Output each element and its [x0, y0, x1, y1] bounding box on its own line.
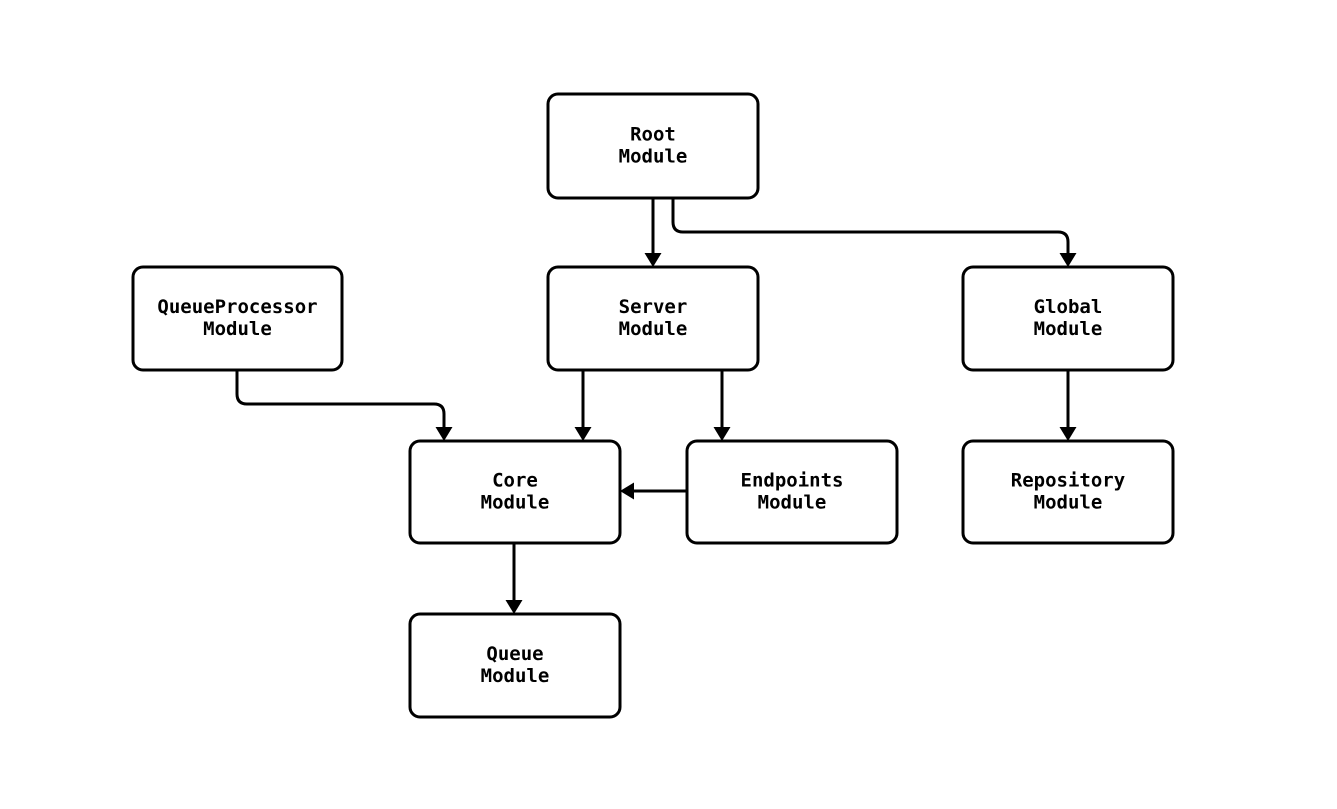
repository-module-node-label-line2: Module: [1034, 492, 1103, 514]
edge-queueprocessor-to-core-arrowhead-icon: [435, 427, 453, 441]
edge-queueprocessor-to-core: [235, 370, 453, 441]
queueprocessor-module-node-label-line2: Module: [203, 318, 272, 340]
edge-root-to-global: [671, 198, 1077, 267]
queueprocessor-module-node-box[interactable]: [131, 265, 344, 372]
repository-module-node-box[interactable]: [961, 439, 1175, 545]
edge-global-to-repository: [1059, 370, 1077, 441]
edge-queueprocessor-to-core-line: [235, 370, 446, 431]
edge-endpoints-to-core-arrowhead-icon: [620, 482, 634, 500]
edge-root-to-server-arrowhead-icon: [644, 253, 662, 267]
edge-global-to-repository-arrowhead-icon: [1059, 427, 1077, 441]
root-module-node-label-line1: Root: [630, 124, 676, 146]
edge-server-to-endpoints: [713, 370, 731, 441]
edge-core-to-queue-arrowhead-icon: [505, 600, 523, 614]
repository-module-node-label-line1: Repository: [1011, 470, 1125, 492]
server-module-node-label-line2: Module: [619, 318, 688, 340]
root-module-node-label-line2: Module: [619, 146, 688, 168]
queueprocessor-module-node-label-line1: QueueProcessor: [157, 296, 317, 318]
edge-root-to-global-line: [671, 198, 1070, 257]
edge-endpoints-to-core: [620, 482, 687, 500]
root-module-node-box[interactable]: [546, 92, 760, 200]
global-module-node-box[interactable]: [961, 265, 1175, 372]
nodes-layer: RootModuleQueueProcessorModuleServerModu…: [131, 92, 1175, 719]
edge-root-to-global-arrowhead-icon: [1059, 253, 1077, 267]
core-module-node-label-line2: Module: [481, 492, 550, 514]
global-module-node-label-line1: Global: [1034, 296, 1103, 318]
edge-server-to-core-arrowhead-icon: [574, 427, 592, 441]
endpoints-module-node-box[interactable]: [685, 439, 899, 545]
queue-module-node-label-line1: Queue: [486, 643, 543, 665]
edge-server-to-core: [574, 370, 592, 441]
edges-layer: [235, 198, 1077, 614]
edge-server-to-endpoints-arrowhead-icon: [713, 427, 731, 441]
core-module-node-label-line1: Core: [492, 470, 538, 492]
queue-module-node-box[interactable]: [408, 612, 622, 719]
queue-module-node-label-line2: Module: [481, 665, 550, 687]
edge-root-to-server: [644, 198, 662, 267]
server-module-node-label-line1: Server: [619, 296, 688, 318]
endpoints-module-node-label-line1: Endpoints: [741, 470, 844, 492]
core-module-node-box[interactable]: [408, 439, 622, 545]
edge-core-to-queue: [505, 543, 523, 614]
server-module-node-box[interactable]: [546, 265, 760, 372]
global-module-node-label-line2: Module: [1034, 318, 1103, 340]
endpoints-module-node-label-line2: Module: [758, 492, 827, 514]
